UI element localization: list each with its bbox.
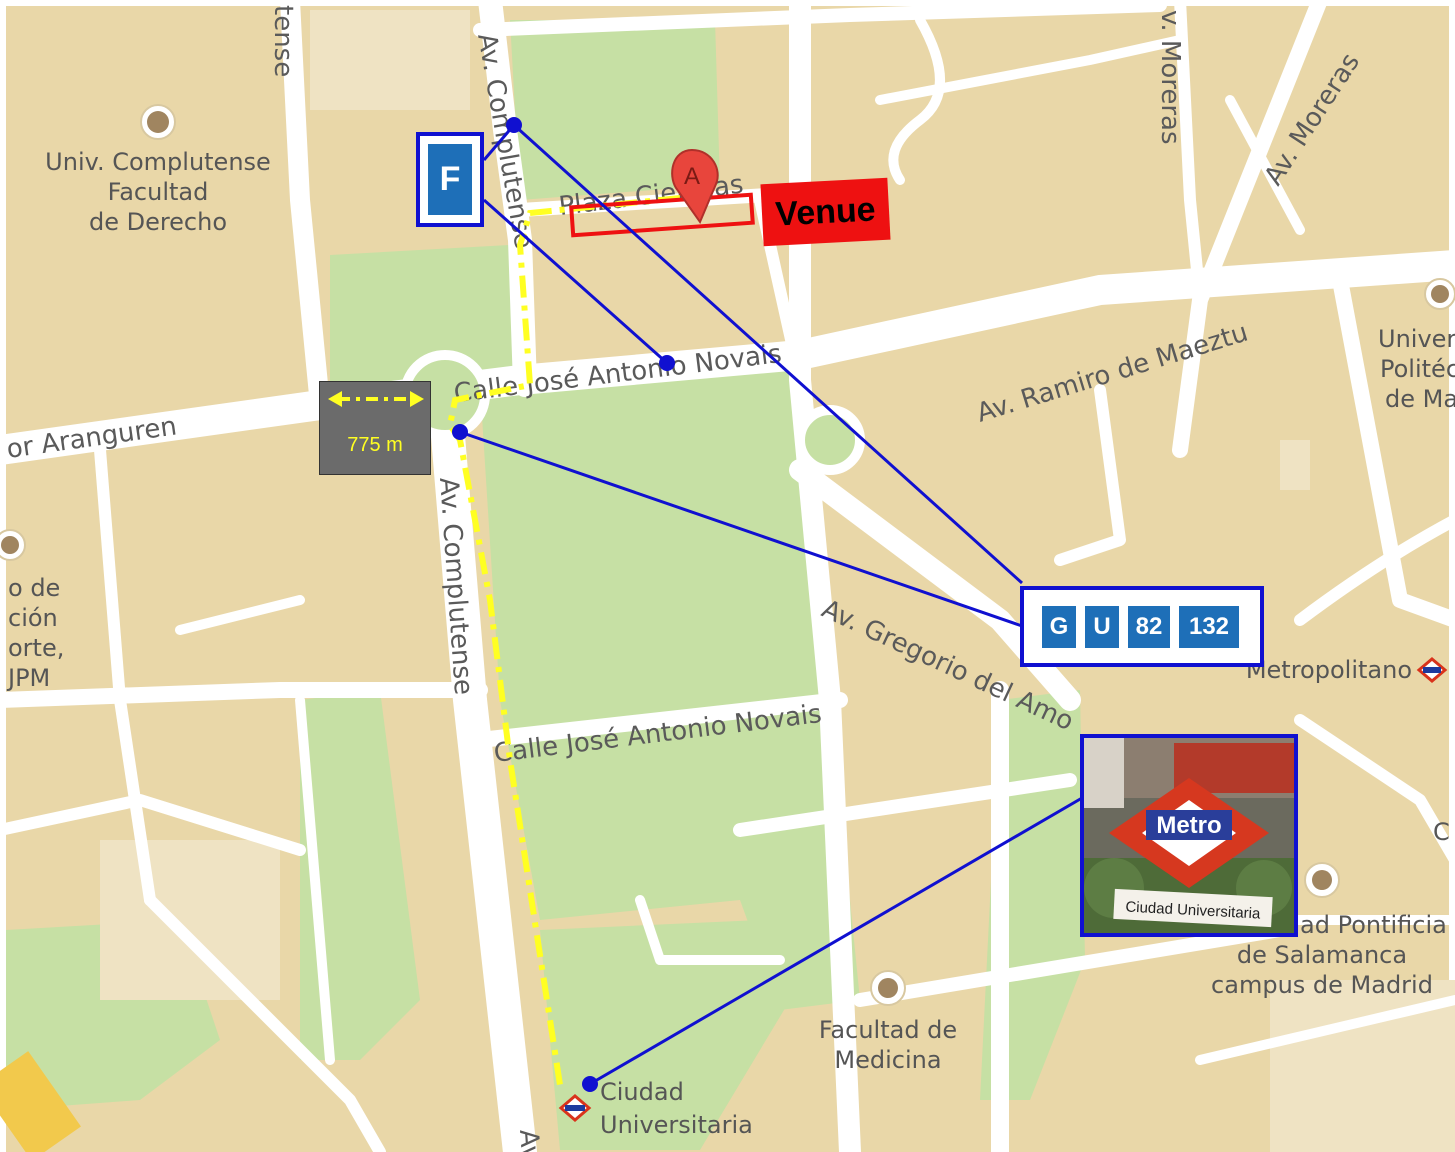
poi-label-politecnica-3: de Ma <box>1385 385 1455 413</box>
metro-station-icon <box>1416 657 1448 683</box>
bus-line-chip: 132 <box>1179 605 1239 648</box>
poi-label-medicina-1: Facultad de <box>819 1016 957 1044</box>
university-icon <box>870 970 906 1006</box>
metro-sign-text: Metro <box>1156 812 1221 839</box>
poi-label-politecnica-2: Politéc <box>1380 355 1455 383</box>
distance-value: 775 m <box>347 434 403 456</box>
road-label-v-moreras: v. Moreras <box>1155 10 1185 145</box>
university-icon <box>0 529 26 561</box>
poi-label-inef-2: ción <box>8 604 58 632</box>
poi-label-derecho-1: Univ. Complutense <box>45 148 271 176</box>
highway-corner <box>0 1051 81 1152</box>
bus-line-chip: 82 <box>1128 605 1170 648</box>
buildings <box>100 10 1455 1152</box>
poi-label-derecho-3: de Derecho <box>89 208 227 236</box>
poi-labels: Univ. Complutense Facultad de Derecho Un… <box>6 148 1455 1139</box>
parking-callout: F <box>416 132 484 227</box>
poi-label-derecho-2: Facultad <box>108 178 209 206</box>
university-icon <box>140 104 176 140</box>
venue-outline <box>569 192 755 238</box>
double-arrow-icon <box>328 391 424 407</box>
poi-label-metropolitano: Metropolitano <box>1246 656 1412 684</box>
bus-line-chip: U <box>1085 605 1119 648</box>
connector-dots <box>452 117 675 1092</box>
map-marker[interactable]: A <box>671 148 719 225</box>
venue-label: Venue <box>760 177 891 247</box>
parking-label: F <box>428 144 472 215</box>
marker-letter: A <box>684 163 700 190</box>
poi-label-politecnica-1: Univer <box>1378 325 1455 353</box>
poi-label-inef-3: orte, <box>8 634 64 662</box>
university-icon <box>1424 278 1455 310</box>
university-icon <box>1304 862 1340 898</box>
poi-label-c: C <box>1433 818 1450 846</box>
bus-line-chip: G <box>1042 605 1076 648</box>
poi-label-ciudad-universitaria-2: Universitaria <box>600 1111 753 1139</box>
poi-label-medicina-2: Medicina <box>834 1046 941 1074</box>
poi-label-pontificia-2: de Salamanca <box>1237 941 1407 969</box>
poi-label-ciudad-universitaria-1: Ciudad <box>600 1078 684 1106</box>
poi-label-inef-4: JPM <box>6 664 50 692</box>
bus-lines-callout: G U 82 132 <box>1020 586 1264 667</box>
poi-label-inef-1: o de <box>8 574 60 602</box>
road-label-av-complutense-bottom: Av <box>513 1128 545 1152</box>
poi-label-pontificia-3: campus de Madrid <box>1211 971 1433 999</box>
walking-route <box>446 195 681 1086</box>
metro-station-icon <box>558 1094 592 1122</box>
metro-station-photo: Metro Ciudad Universitaria <box>1080 734 1298 937</box>
poi-label-pontificia-1: ad Pontificia <box>1300 911 1447 939</box>
road-label-tense: tense <box>268 5 298 77</box>
metro-sign-picture: Metro Ciudad Universitaria <box>1084 738 1294 933</box>
poi-icons <box>0 104 1455 1122</box>
distance-callout: 775 m <box>319 381 431 475</box>
